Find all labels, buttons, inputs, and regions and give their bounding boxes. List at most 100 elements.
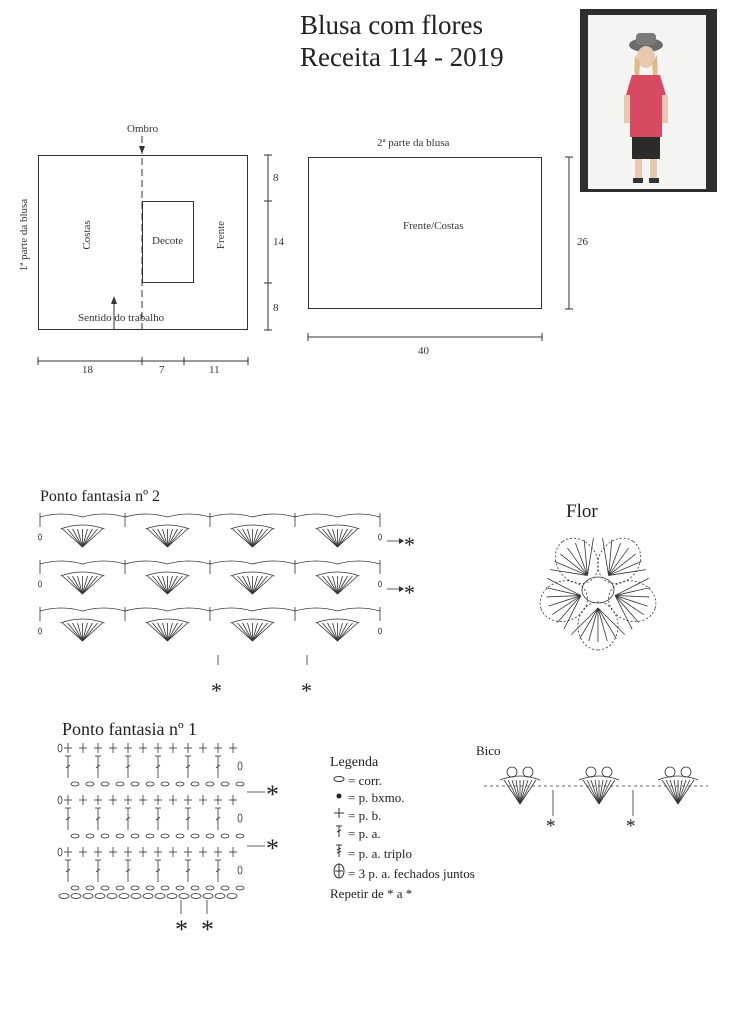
petal-stitch [614, 595, 645, 615]
fan-stitch [62, 528, 83, 548]
fan-stitch [232, 528, 253, 548]
fan-stitch [82, 575, 98, 595]
fan-stitch [62, 575, 83, 595]
fan-stitch [82, 575, 88, 595]
repeat-mark-1b: * [266, 834, 279, 863]
petal-stitch [614, 595, 633, 630]
petal-stitch [579, 607, 599, 639]
petal-stitch [560, 553, 588, 576]
bico-stitch [598, 779, 616, 805]
fan-stitch [167, 622, 188, 642]
legend-item-chain: = corr. [330, 772, 475, 790]
base-chain [226, 893, 238, 899]
legend-item-cluster: = 3 p. a. fechados juntos [330, 863, 475, 885]
fan-stitch [252, 575, 258, 595]
bico-stitch [598, 779, 604, 805]
part1-outline [38, 155, 248, 330]
fan-stitch [82, 528, 88, 548]
bico-stitch [673, 779, 679, 805]
turning-chain [57, 743, 63, 753]
fan-stitch [322, 575, 338, 595]
bico-stitch [598, 779, 612, 805]
dc-stitch [125, 868, 131, 873]
fan-stitch [167, 528, 173, 548]
chain-stitch [190, 781, 200, 787]
petal-stitch [608, 569, 646, 576]
repeat-mark-1d: * [201, 915, 214, 944]
fan-stitch [322, 528, 338, 548]
part2-outline [308, 157, 542, 309]
bico-stitch [677, 779, 683, 805]
page-subtitle: Receita 114 - 2019 [300, 42, 504, 72]
chain-stitch [220, 781, 230, 787]
base-chain [94, 893, 106, 899]
petal-stitch [587, 538, 594, 576]
fan-top [230, 618, 275, 624]
side-chain [38, 580, 42, 588]
fan-stitch [82, 528, 98, 548]
fan-stitch [237, 575, 253, 595]
petal-stitch [550, 569, 588, 576]
chain-arch [209, 513, 296, 518]
shoulder-arrow-icon [139, 146, 145, 154]
bico-arch [578, 775, 620, 781]
fan-stitch [77, 528, 83, 548]
chain-stitch [70, 833, 80, 839]
flower-petal [554, 537, 599, 584]
fan-stitch [167, 528, 188, 548]
petal-stitch [602, 538, 609, 576]
chain-arch [124, 607, 211, 612]
cluster-icon [330, 863, 348, 885]
side-chain [38, 533, 42, 541]
chain-stitch [100, 833, 110, 839]
fan-stitch [237, 622, 253, 642]
bico-stitch [598, 779, 608, 805]
dc-stitch [215, 868, 221, 873]
edge-title: Bico [476, 743, 501, 758]
petal-stitch [548, 595, 582, 607]
base-chain [154, 893, 166, 899]
chain-stitch [175, 885, 185, 891]
width-40: 40 [418, 345, 429, 357]
dc-stitch [95, 816, 101, 821]
petal-stitch [614, 595, 639, 623]
repeat-mark-1c: * [175, 915, 188, 944]
petal-stitch [588, 607, 599, 642]
bico-stitch [586, 779, 600, 805]
chain-stitch [145, 781, 155, 787]
dc-stitch [155, 868, 161, 873]
fan-stitch [337, 622, 343, 642]
dc-stitch [125, 816, 131, 821]
dc-stitch [215, 816, 221, 821]
dc-stitch [185, 868, 191, 873]
picot [585, 766, 597, 778]
fan-stitch [242, 528, 253, 548]
chain-stitch [70, 885, 80, 891]
fan-stitch [157, 575, 168, 595]
chain-stitch [205, 885, 215, 891]
bico-stitch [677, 779, 695, 805]
chain-stitch [190, 885, 200, 891]
fan-top [60, 618, 105, 624]
chain-stitch [235, 885, 245, 891]
fan-top [315, 524, 360, 530]
fan-stitch [152, 528, 168, 548]
side-chain [378, 533, 382, 541]
fan-stitch [247, 528, 253, 548]
fan-top [230, 524, 275, 530]
base-chain [82, 893, 94, 899]
petal-stitch [570, 607, 599, 635]
fan-stitch [82, 528, 93, 548]
chain-stitch [100, 885, 110, 891]
fan-top [60, 571, 105, 577]
fan-stitch [147, 622, 168, 642]
petal-stitch [608, 539, 613, 576]
fan-stitch [167, 622, 173, 642]
fan-stitch [152, 622, 168, 642]
petal-stitch [575, 542, 588, 576]
flower-center [581, 576, 615, 604]
photo-print [588, 15, 706, 189]
fan-stitch [337, 575, 353, 595]
chain-arch [39, 513, 126, 518]
